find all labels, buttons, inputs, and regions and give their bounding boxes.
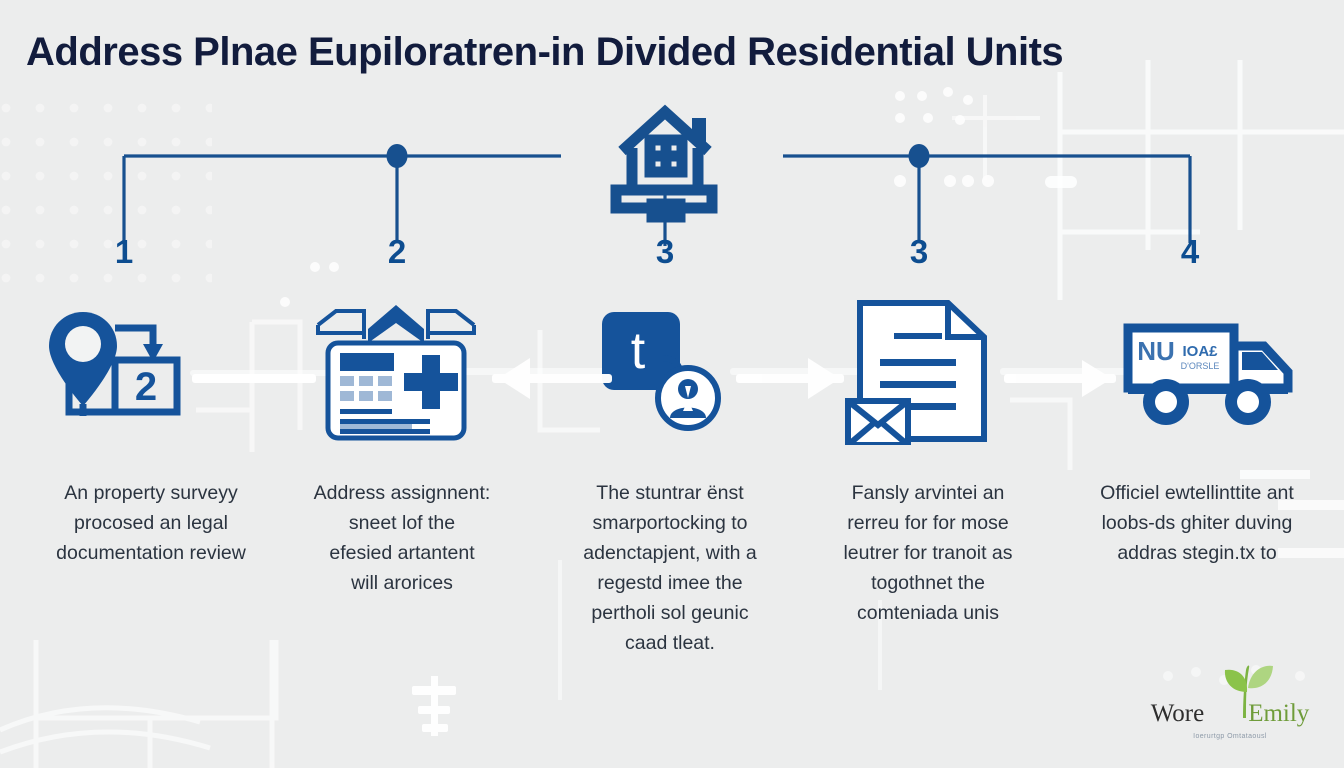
delivery-truck-icon: NU IOA£ D'ORSLE <box>1123 323 1293 425</box>
caption-line: adenctapjent, with a <box>583 542 757 564</box>
svg-text:t: t <box>631 322 646 380</box>
caption-line: procosed an legal <box>74 512 228 534</box>
document-envelope-icon <box>845 300 987 445</box>
caption-line: loobs-ds ghiter duving <box>1101 512 1293 534</box>
leaf-sprout-icon <box>1224 665 1273 718</box>
address-card-plus-icon <box>316 304 476 440</box>
caption-line: regestd imee the <box>597 572 743 594</box>
step-icon-row: 2 <box>0 296 1344 452</box>
location-pin-to-unit-icon: 2 <box>49 311 181 416</box>
caption-line: smarportocking to <box>592 512 748 534</box>
caption-line: Address assignnent: <box>313 482 491 504</box>
caption-line: efesied artantent <box>329 542 475 564</box>
caption-line: will arorices <box>351 572 453 594</box>
brand-logo: Wore Emily Ioerurtgp Omtataousl <box>1130 662 1330 746</box>
step-1-icon-cell: 2 <box>22 296 222 446</box>
logo-tagline: Ioerurtgp Omtataousl <box>1193 733 1267 740</box>
timeline-number-3: 3 <box>655 233 675 270</box>
logo-text: Wore Emily <box>1130 700 1330 728</box>
caption-line: Fansly arvintei an <box>851 482 1005 504</box>
timeline-number-5: 4 <box>1180 233 1200 270</box>
timeline-dot-4 <box>908 144 930 168</box>
step-4-icon-cell <box>824 296 1024 446</box>
caption-line: pertholi sol geunic <box>591 602 749 624</box>
caption-line: sneet lof the <box>348 512 456 534</box>
step-5-caption: Officiel ewtellinttite ant loobs-ds ghit… <box>1052 478 1342 568</box>
caption-line: documentation review <box>56 542 246 564</box>
connector-1-2 <box>192 374 316 383</box>
truck-badge-line2: IOA£ <box>1182 343 1218 360</box>
timeline-number-4: 3 <box>909 233 929 270</box>
svg-text:2: 2 <box>135 365 157 409</box>
caption-line: The stuntrar ënst <box>596 482 744 504</box>
caption-line: togothnet the <box>871 572 985 594</box>
caption-line: caad tleat. <box>625 632 715 654</box>
timeline: 1 2 3 3 4 <box>0 88 1344 288</box>
page-title: Address Plnae Eupiloratren-in Divided Re… <box>26 30 1064 74</box>
step-5-icon-cell: NU IOA£ D'ORSLE <box>1112 296 1312 446</box>
caption-line: An property surveyy <box>64 482 238 504</box>
step-3-caption: The stuntrar ënst smarportocking to aden… <box>554 478 786 658</box>
timeline-number-2: 2 <box>387 233 407 270</box>
timeline-graphic <box>122 104 1192 246</box>
house-icon <box>610 104 718 223</box>
caption-line: comteniada unis <box>856 602 999 624</box>
caption-line: rerreu for for mose <box>847 512 1009 534</box>
logo-word-dark: Wore <box>1150 700 1205 727</box>
tag-to-resident-icon: t <box>602 312 721 431</box>
connector-3-4 <box>736 358 844 399</box>
step-3-icon-cell: t <box>565 296 765 446</box>
step-1-caption: An property surveyy procosed an legal do… <box>6 478 296 568</box>
logo-word-green: Emily <box>1248 700 1310 727</box>
connector-4-5 <box>1004 360 1116 397</box>
caption-line: addras stegin.tx to <box>1117 542 1277 564</box>
timeline-dot-2 <box>386 144 408 168</box>
step-2-icon-cell <box>296 296 496 446</box>
step-4-caption: Fansly arvintei an rerreu for for mose l… <box>812 478 1044 628</box>
caption-line: leutrer for tranoit as <box>843 542 1013 564</box>
caption-line: Officiel ewtellinttite ant <box>1100 482 1294 504</box>
truck-badge-line3: D'ORSLE <box>1181 361 1220 371</box>
connector-2-3 <box>492 358 612 399</box>
connector-arrows <box>192 358 1116 399</box>
truck-badge-line1: NU <box>1137 336 1175 366</box>
timeline-number-1: 1 <box>114 233 134 270</box>
step-2-caption: Address assignnent: sneet lof the efesie… <box>286 478 518 598</box>
